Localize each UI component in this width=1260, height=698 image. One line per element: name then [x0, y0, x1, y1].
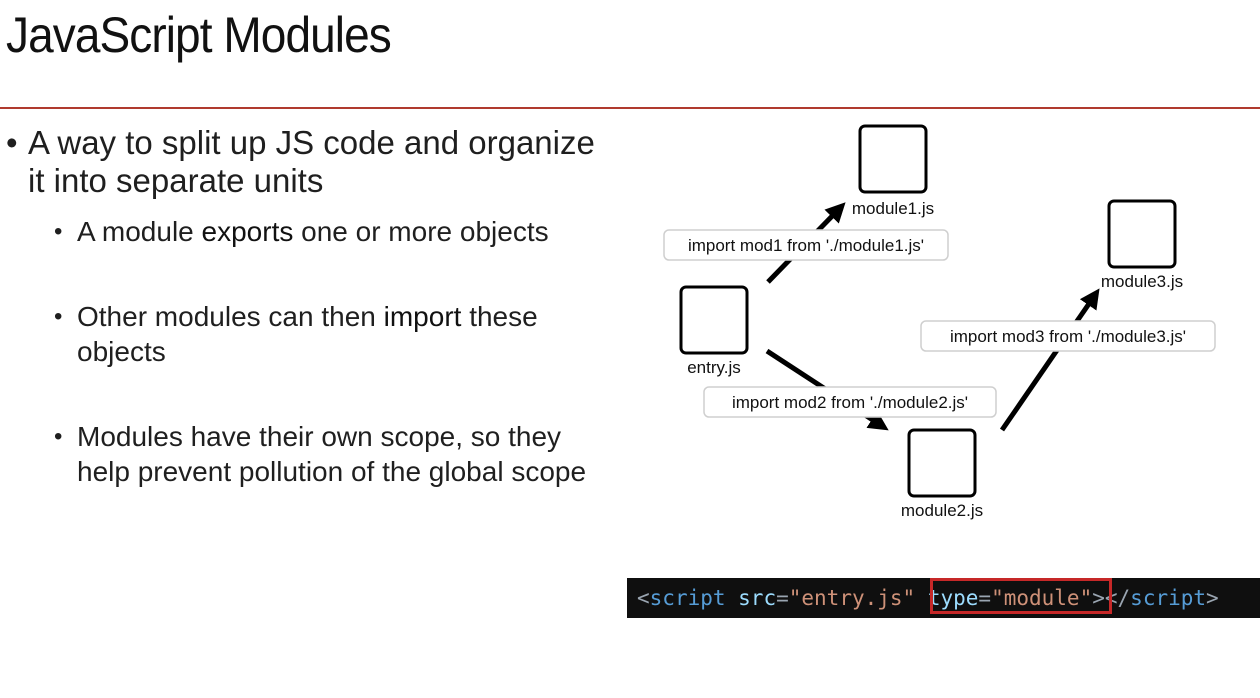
- code-equals-2: =: [978, 586, 992, 610]
- title-divider: [0, 107, 1260, 109]
- sub-bullet-exports-post: one or more objects: [293, 216, 549, 247]
- code-snippet: <script src="entry.js" type="module"></s…: [627, 578, 1260, 618]
- node-entry-label: entry.js: [687, 358, 741, 377]
- sub-bullet-exports: A module exports one or more objects: [0, 214, 610, 249]
- type-module-highlight: [930, 578, 1112, 614]
- node-module2-label: module2.js: [901, 501, 983, 520]
- node-module3-box: [1107, 199, 1177, 269]
- slide-title: JavaScript Modules: [6, 7, 392, 63]
- node-module3-label: module3.js: [1101, 272, 1183, 291]
- import-keyword: import: [383, 301, 462, 332]
- edge-mod3-label-box: [920, 320, 1216, 352]
- sub-bullet-import: Other modules can then import these obje…: [0, 299, 610, 369]
- sub-bullet-import-pre: Other modules can then: [77, 301, 384, 332]
- code-close-bracket: >: [1092, 586, 1105, 610]
- code-src-attr: src: [725, 586, 777, 610]
- node-module2-box: [907, 428, 977, 498]
- sub-bullet-exports-pre: A module: [77, 216, 202, 247]
- node-module1-label: module1.js: [852, 199, 934, 218]
- exports-keyword: exports: [201, 216, 294, 247]
- sub-bullet-scope: Modules have their own scope, so they he…: [0, 419, 610, 489]
- edge-mod1-label-box: [663, 229, 949, 261]
- code-equals-1: =: [776, 586, 789, 610]
- code-tag-name: script: [649, 586, 726, 610]
- edge-mod3-label: import mod3 from './module3.js': [950, 327, 1186, 346]
- arrow-module2-to-module3: [999, 288, 1100, 432]
- code-line: <script src="entry.js" type="module"></s…: [637, 578, 1219, 618]
- code-type-value: "module": [991, 586, 1093, 610]
- module-diagram: module1.js entry.js module3.js module2.j…: [663, 124, 1216, 520]
- node-entry-box: [679, 285, 749, 355]
- node-module1-box: [858, 124, 928, 194]
- edge-mod1-label: import mod1 from './module1.js': [688, 236, 924, 255]
- sub-bullet-import-post: these objects: [77, 301, 538, 367]
- main-bullet: A way to split up JS code and organize i…: [0, 124, 610, 200]
- code-src-value: "entry.js": [788, 586, 916, 610]
- code-end-close-bracket: >: [1206, 586, 1219, 610]
- bullet-list: A way to split up JS code and organize i…: [0, 124, 610, 489]
- code-open-bracket: <: [637, 586, 650, 610]
- edge-mod2-label-box: [703, 386, 997, 418]
- code-type-attr: type: [915, 586, 979, 610]
- code-end-tag-name: script: [1130, 586, 1207, 610]
- edge-mod2-label: import mod2 from './module2.js': [732, 393, 968, 412]
